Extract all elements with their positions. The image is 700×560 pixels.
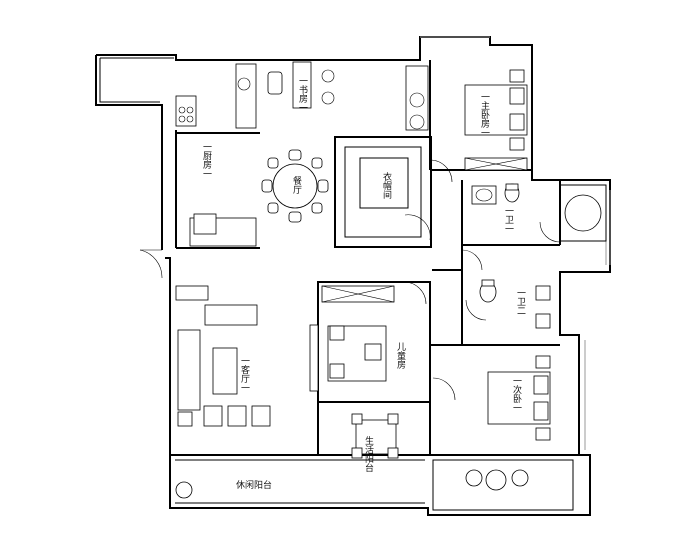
label-second-bedroom: 一次卧一	[511, 376, 522, 412]
label-dining: 餐厅	[291, 175, 302, 194]
bath2-fixtures	[479, 279, 551, 329]
living-furniture	[175, 285, 271, 427]
label-leisure-balcony: 休闲阳台	[236, 479, 272, 491]
outer-walls	[95, 36, 611, 516]
round-tub	[559, 184, 607, 242]
master-bed	[464, 69, 528, 171]
label-cloakroom: 衣帽间	[381, 171, 392, 200]
dining-table	[261, 149, 329, 223]
label-study: 一书房一	[297, 76, 308, 112]
label-bathroom2: 一卫二	[515, 288, 526, 315]
label-son-bedroom: 儿童房	[395, 342, 406, 370]
label-living-balcony: 生活阳台	[363, 435, 374, 473]
second-bed	[487, 355, 551, 441]
room-labels: 一主卧房一 一书房一 餐厅 一厨房一 衣帽间 一卫一 一卫二 儿童房 一客厅一 …	[201, 76, 526, 491]
study-furniture	[235, 61, 429, 131]
label-living-room: 一客厅一	[239, 356, 250, 392]
kitchen-furniture	[175, 95, 257, 247]
label-master-bedroom: 一主卧房一	[479, 92, 490, 137]
label-bathroom1: 一卫一	[503, 206, 514, 233]
doors	[139, 159, 561, 401]
label-kitchen: 一厨房一	[201, 142, 212, 178]
bath1-fixtures	[471, 183, 520, 205]
son-bed	[309, 285, 395, 392]
balcony-table	[175, 413, 529, 499]
